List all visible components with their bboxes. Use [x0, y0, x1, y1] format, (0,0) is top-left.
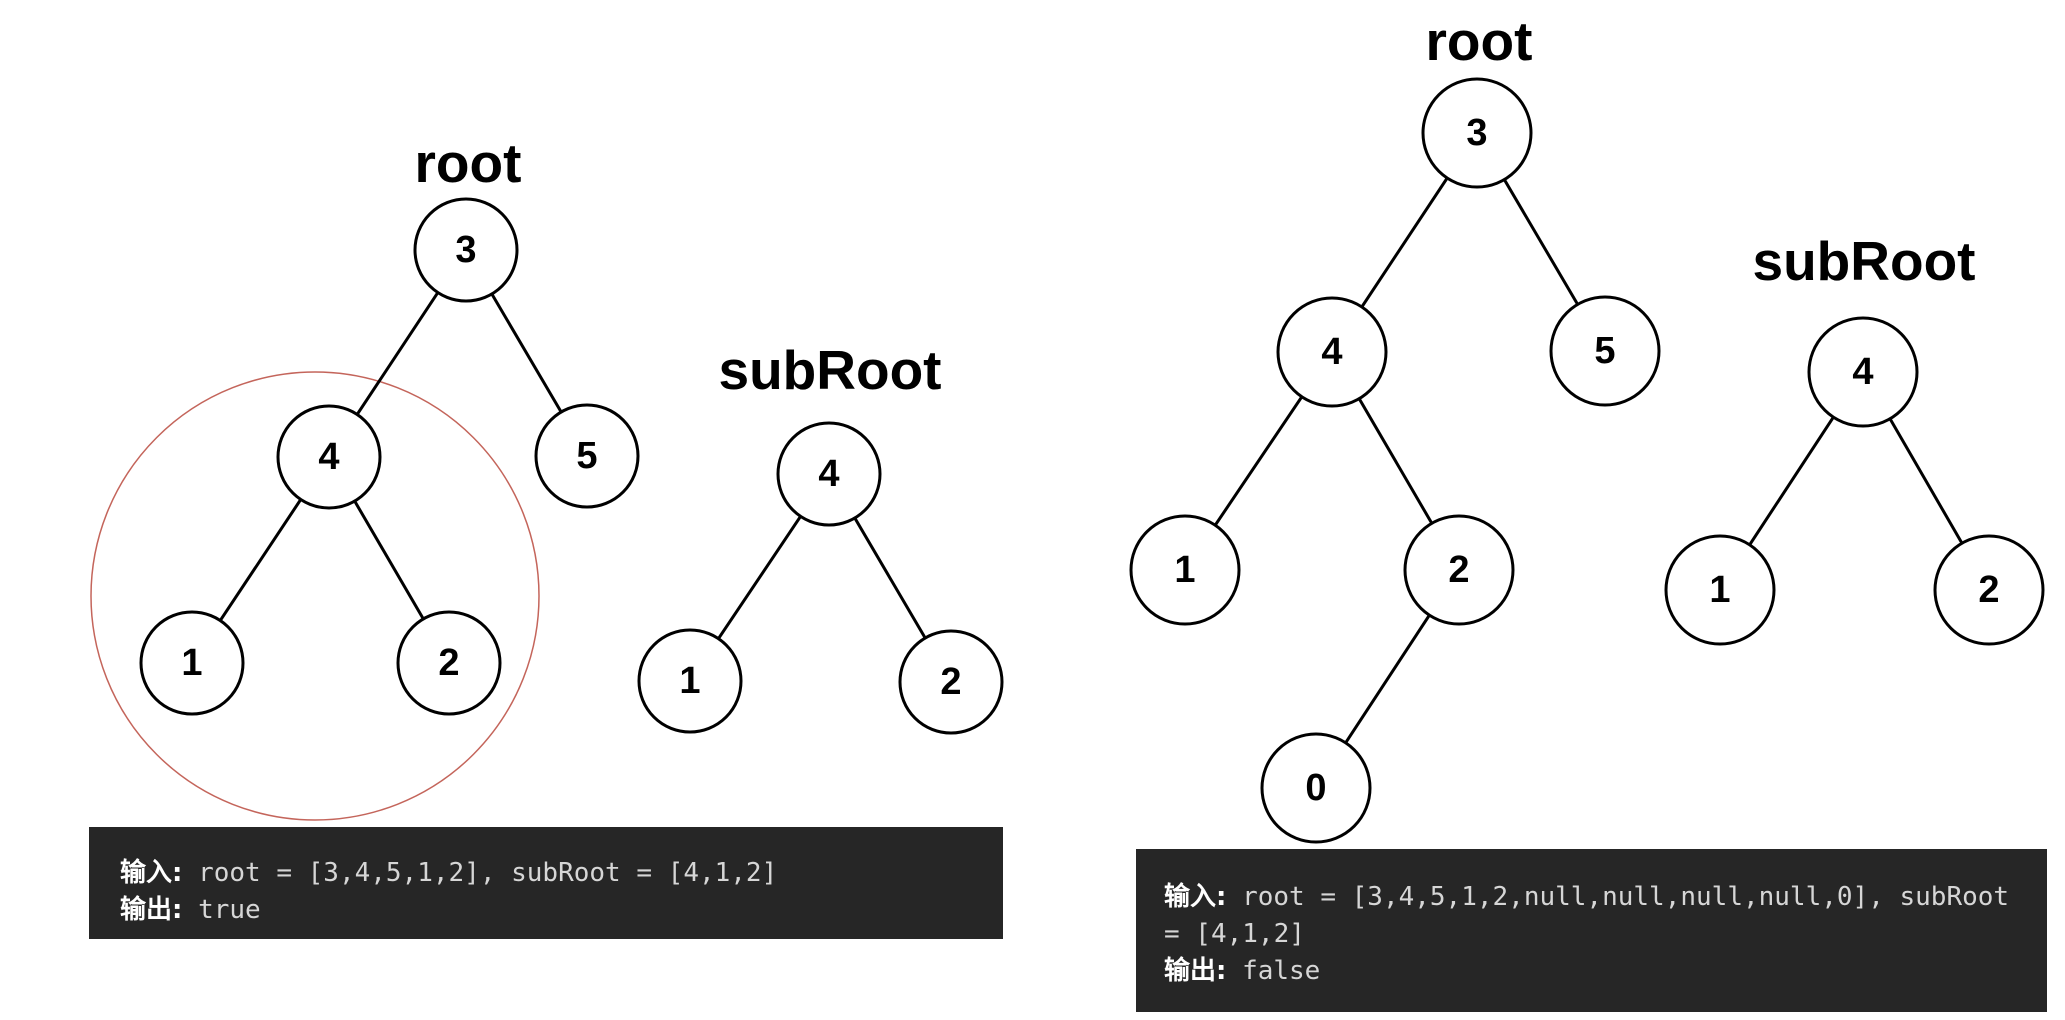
node-value: 1: [1174, 549, 1195, 591]
tree-node: 2: [1403, 514, 1515, 626]
root-label: root: [415, 132, 522, 194]
node-value: 4: [818, 453, 839, 495]
node-value: 3: [1466, 112, 1487, 154]
input-key: 输入:: [1164, 882, 1227, 912]
subroot-label: subRoot: [1752, 230, 1975, 292]
input-value: root = [3,4,5,1,2,null,null,null,null,0]…: [1164, 882, 2025, 949]
output-value: false: [1242, 956, 1321, 986]
output-value: true: [198, 895, 261, 925]
tree-node: 1: [637, 628, 743, 734]
node-value: 2: [940, 661, 961, 703]
tree-node: 1: [1664, 534, 1776, 646]
node-value: 4: [318, 436, 339, 478]
node-value: 3: [455, 229, 476, 271]
node-value: 5: [1594, 330, 1615, 372]
node-value: 2: [1978, 569, 1999, 611]
input-key: 输入:: [120, 858, 183, 888]
example-2-diagram: root 3 4 5 1 2 0 subRoot: [1129, 10, 2045, 844]
output-line: 输出: false: [1164, 953, 2033, 990]
tree-node: 1: [1129, 514, 1241, 626]
tree-node: 4: [1807, 316, 1919, 428]
tree-node: 3: [1421, 77, 1533, 189]
tree-node: 4: [276, 404, 382, 510]
tree-node: 2: [396, 610, 502, 716]
input-line: 输入: root = [3,4,5,1,2], subRoot = [4,1,2…: [120, 855, 1003, 892]
tree-node: 4: [776, 421, 882, 527]
subroot-label: subRoot: [718, 339, 941, 401]
tree-node: 0: [1260, 732, 1372, 844]
output-key: 输出:: [1164, 956, 1227, 986]
tree-node: 5: [1549, 295, 1661, 407]
tree-node: 2: [898, 629, 1004, 735]
input-line: 输入: root = [3,4,5,1,2,null,null,null,nul…: [1164, 879, 2033, 953]
node-value: 4: [1852, 351, 1873, 393]
node-value: 2: [438, 642, 459, 684]
tree-node: 5: [534, 403, 640, 509]
output-key: 输出:: [120, 895, 183, 925]
tree-node: 1: [139, 610, 245, 716]
example-1-io-box: 输入: root = [3,4,5,1,2], subRoot = [4,1,2…: [89, 827, 1003, 939]
example-2-io-box: 输入: root = [3,4,5,1,2,null,null,null,nul…: [1136, 849, 2047, 1012]
node-value: 1: [181, 642, 202, 684]
tree-node: 2: [1933, 534, 2045, 646]
node-value: 5: [576, 435, 597, 477]
example-1-diagram: root 3 4 5 1 2 subRoot 4: [90, 132, 1004, 821]
node-value: 4: [1321, 331, 1342, 373]
output-line: 输出: true: [120, 892, 1003, 929]
tree-node: 3: [413, 197, 519, 303]
node-value: 1: [1709, 569, 1730, 611]
node-value: 0: [1305, 767, 1326, 809]
input-value: root = [3,4,5,1,2], subRoot = [4,1,2]: [198, 858, 778, 888]
tree-node: 4: [1276, 296, 1388, 408]
root-label: root: [1426, 10, 1533, 72]
matching-subtree-highlight: [90, 371, 540, 821]
node-value: 1: [679, 660, 700, 702]
node-value: 2: [1448, 549, 1469, 591]
